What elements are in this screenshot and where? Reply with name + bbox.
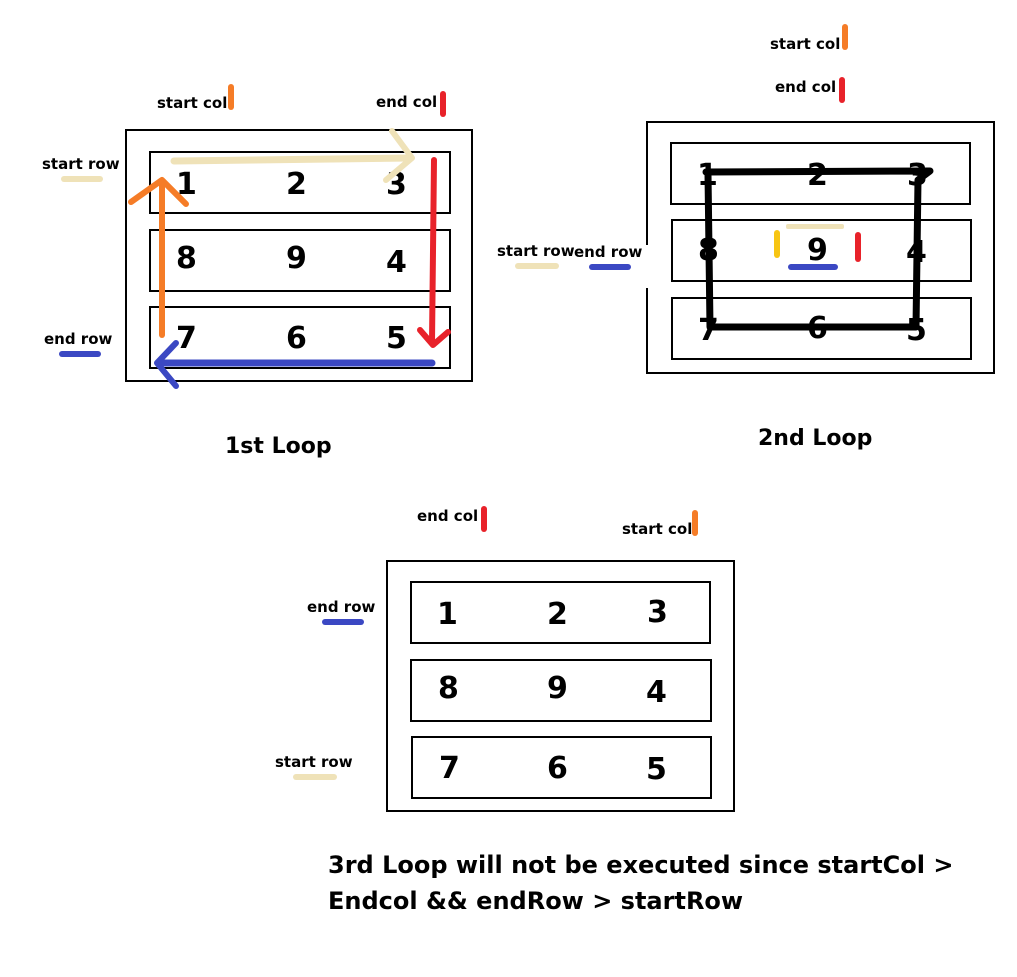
- cell-3-1: 7: [176, 321, 197, 356]
- cell-1-2: 2: [286, 167, 307, 202]
- first-end-col-label: end col: [376, 93, 437, 111]
- cell-2-1: 8: [176, 241, 197, 276]
- second-start-col-swatch: [842, 24, 848, 50]
- first-outer-box: [125, 129, 473, 382]
- third-loop-panel: 1 2 3 8 9 4 7 6 5 end col start col end …: [275, 506, 735, 812]
- third-start-row-label: start row: [275, 753, 353, 771]
- note-line-1: 3rd Loop will not be executed since star…: [328, 851, 953, 879]
- second-start-col-label: start col: [770, 35, 840, 53]
- cell2-2-2: 9: [807, 233, 828, 268]
- third-row-3: [411, 736, 712, 799]
- third-row-2: [410, 659, 712, 722]
- second-end-row-label: end row: [574, 243, 643, 261]
- cell3-1-1: 1: [437, 597, 458, 632]
- cell3-1-2: 2: [547, 597, 568, 632]
- second-end-col-label: end col: [775, 78, 836, 96]
- second-end-row-swatch: [589, 264, 631, 270]
- note-line-2: Endcol && endRow > startRow: [328, 887, 743, 915]
- first-end-row-label: end row: [44, 330, 113, 348]
- first-start-col-swatch: [228, 84, 234, 110]
- second-row-3: [671, 297, 972, 360]
- second-loop-panel: 1 2 3 8 9 4 7 6 5 start col end col star…: [497, 24, 995, 451]
- third-row-1: [410, 581, 711, 644]
- end-col-arrow: [429, 157, 437, 345]
- third-start-col-label: start col: [622, 520, 692, 538]
- third-end-col-swatch: [481, 506, 487, 532]
- second-row-1: [670, 142, 971, 205]
- first-loop-panel: 1 2 3 8 9 4 7 6 5 start col end col star…: [42, 84, 473, 459]
- first-row-1: [149, 151, 451, 214]
- first-end-col-swatch: [440, 91, 446, 117]
- cell2-3-3: 5: [906, 313, 927, 348]
- start-row-arrowhead: [383, 128, 415, 183]
- second-start-col-mark: [774, 230, 780, 258]
- third-end-row-swatch: [322, 619, 364, 625]
- cell2-3-1: 7: [698, 313, 719, 348]
- second-end-col-mark: [855, 232, 861, 262]
- third-outer-box: [386, 560, 735, 812]
- third-start-row-swatch: [293, 774, 337, 780]
- cell2-1-2: 2: [807, 158, 828, 193]
- end-row-arrowhead: [154, 340, 179, 389]
- first-start-col-label: start col: [157, 94, 227, 112]
- first-start-row-swatch: [61, 176, 103, 182]
- cell3-2-2: 9: [547, 671, 568, 706]
- start-row-arrow: [170, 154, 414, 165]
- start-col-arrowhead: [128, 177, 189, 207]
- cell-2-3: 4: [386, 245, 407, 280]
- cell-3-3: 5: [386, 321, 407, 356]
- second-start-row-mark: [786, 224, 844, 229]
- third-start-col-swatch: [692, 510, 698, 536]
- second-loop-path: [702, 167, 934, 331]
- third-end-row-label: end row: [307, 598, 376, 616]
- first-row-3: [149, 306, 451, 369]
- first-end-row-swatch: [59, 351, 101, 357]
- cell3-3-1: 7: [439, 751, 460, 786]
- cell3-1-3: 3: [647, 595, 668, 630]
- cell-1-1: 1: [176, 167, 197, 202]
- second-end-col-swatch: [839, 77, 845, 103]
- first-row-2: [149, 229, 451, 292]
- second-loop-title: 2nd Loop: [758, 426, 872, 451]
- cell3-2-3: 4: [646, 675, 667, 710]
- second-outer-box: [646, 121, 995, 374]
- first-start-row-label: start row: [42, 155, 120, 173]
- end-col-arrowhead: [417, 327, 451, 348]
- cell3-3-2: 6: [547, 751, 568, 786]
- second-row-2: [671, 219, 972, 282]
- cell3-2-1: 8: [438, 671, 459, 706]
- cell3-3-3: 5: [646, 752, 667, 787]
- cell2-1-3: 3: [907, 158, 928, 193]
- cell-2-2: 9: [286, 241, 307, 276]
- second-end-row-mark: [788, 264, 838, 270]
- third-end-col-label: end col: [417, 507, 478, 525]
- cell-3-2: 6: [286, 321, 307, 356]
- second-start-row-label: start row: [497, 242, 575, 260]
- second-start-row-swatch: [515, 263, 559, 269]
- first-loop-title: 1st Loop: [225, 434, 332, 459]
